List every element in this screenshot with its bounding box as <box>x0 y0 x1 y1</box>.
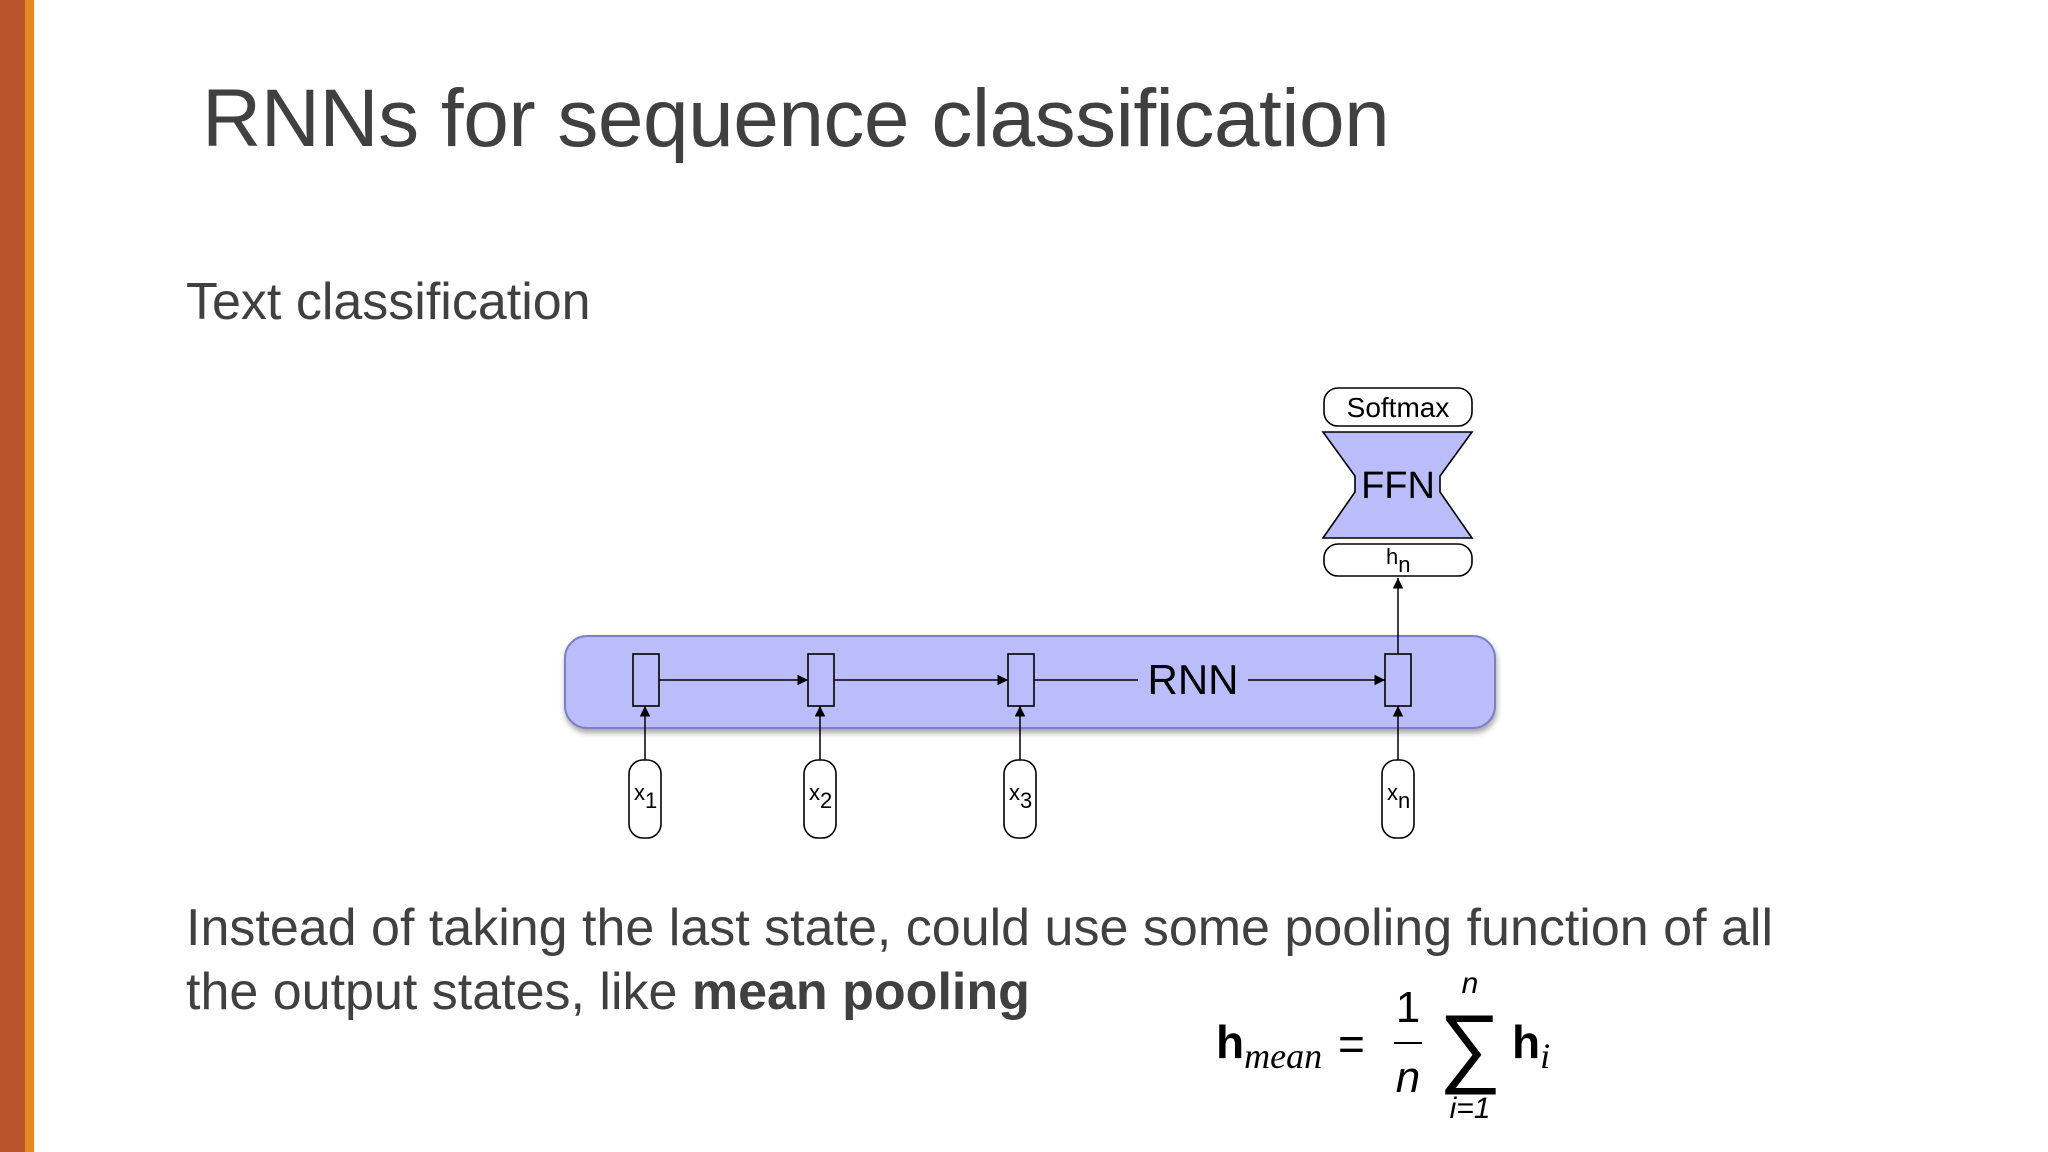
input-label-2: x2 <box>809 780 832 813</box>
body-line-1: Instead of taking the last state, could … <box>186 899 1773 957</box>
formula-equals: = <box>1338 1018 1365 1070</box>
rnn-label: RNN <box>1148 656 1239 703</box>
input-label-n: xn <box>1387 780 1410 813</box>
slide-subtitle: Text classification <box>186 273 591 331</box>
softmax-label: Softmax <box>1347 392 1450 423</box>
ffn-label: FFN <box>1361 465 1435 507</box>
softmax-pill <box>1323 387 1473 427</box>
input-label-1: x1 <box>634 780 657 813</box>
accent-bar-light <box>25 0 34 1152</box>
formula-numerator: 1 <box>1396 983 1420 1032</box>
formula-sum-symbol: ∑ <box>1439 996 1502 1095</box>
slide-title: RNNs for sequence classification <box>202 73 1390 164</box>
input-label-3: x3 <box>1009 780 1032 813</box>
mean-pooling-emphasis: mean pooling <box>691 963 1030 1021</box>
ffn-block <box>1321 431 1474 539</box>
hidden-state-pill <box>1323 543 1473 577</box>
body-line-2: the output states, like mean pooling <box>186 963 1030 1021</box>
accent-bar-dark <box>0 0 25 1152</box>
formula-denominator: n <box>1396 1053 1420 1102</box>
formula-lhs: hmean <box>1216 1016 1322 1076</box>
formula-rhs: hi <box>1512 1016 1550 1076</box>
formula-sum-upper: n <box>1462 967 1479 1000</box>
hidden-state-label: hn <box>1386 544 1411 577</box>
body-text: Instead of taking the last state, could … <box>186 896 1946 1024</box>
formula-sum-lower: i=1 <box>1450 1092 1491 1125</box>
